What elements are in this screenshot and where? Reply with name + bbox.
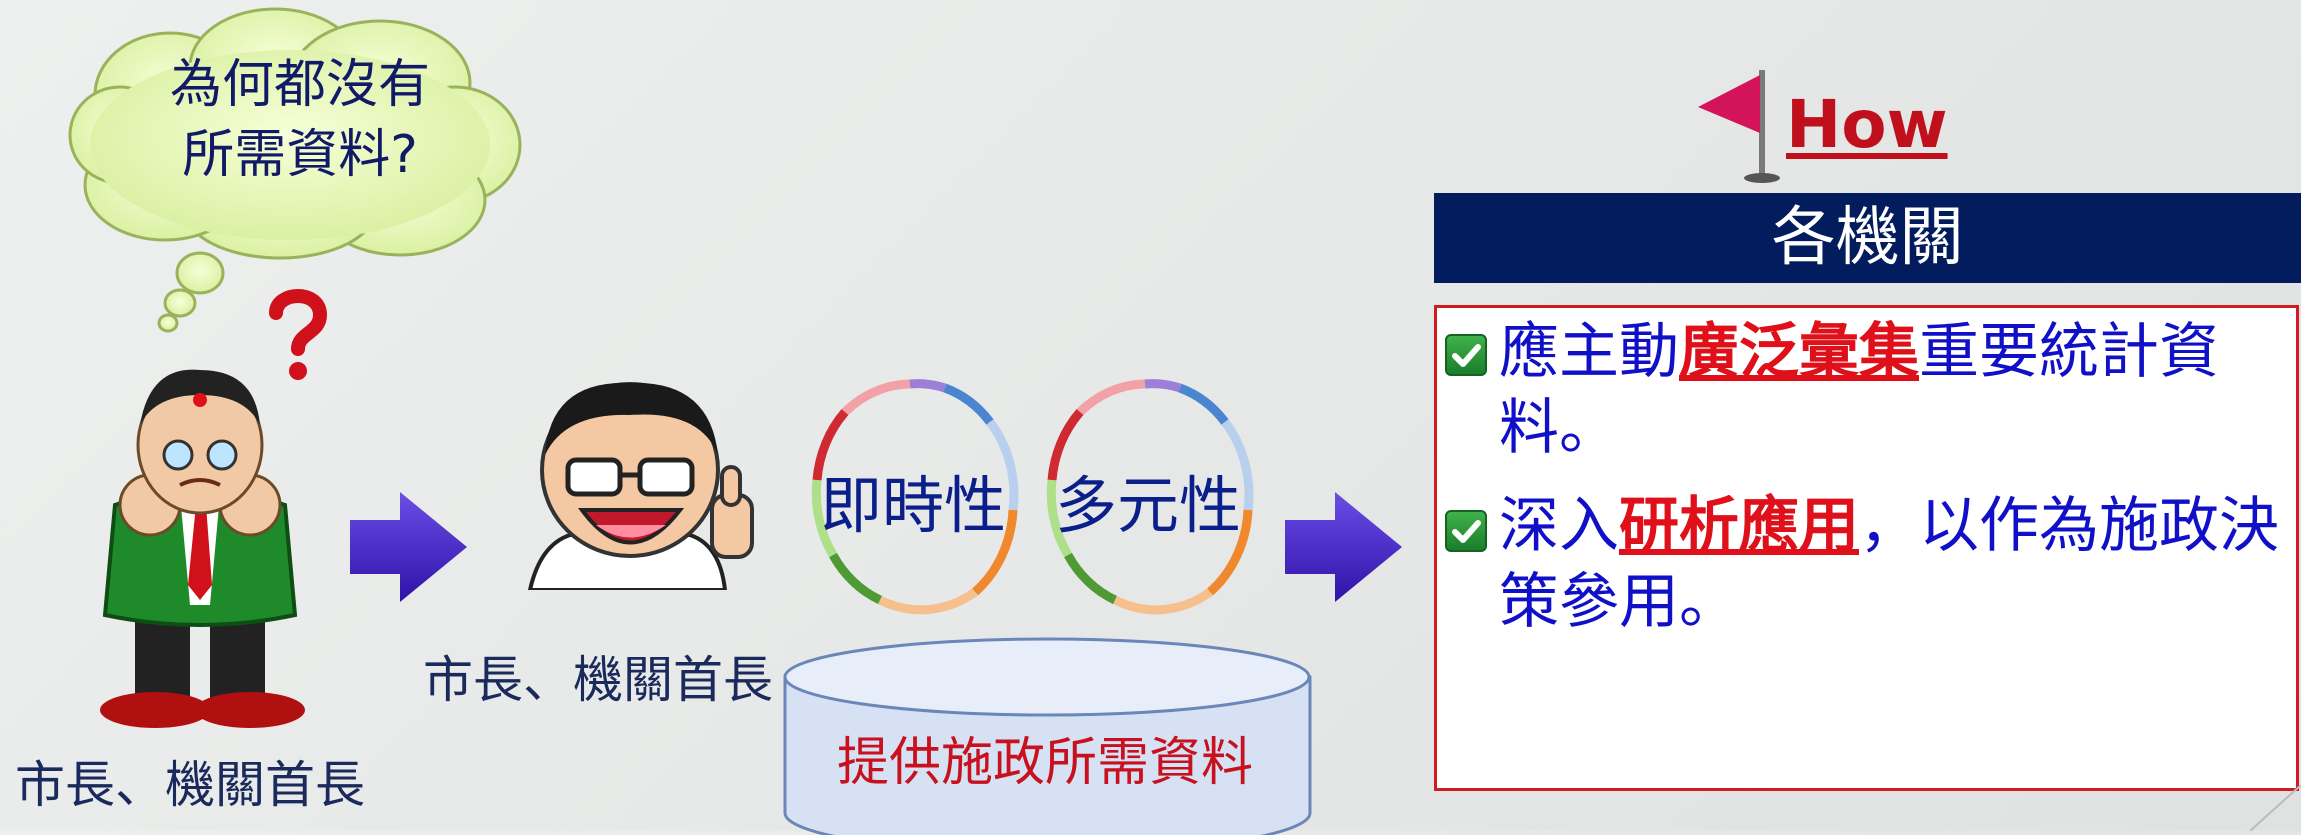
checkbox-checked-icon xyxy=(1445,510,1487,552)
agencies-header: 各機關 xyxy=(1434,193,2301,283)
bullet-2-text-before: 深入 xyxy=(1499,491,1619,561)
bullet-2-highlight: 研析應用 xyxy=(1619,491,1859,561)
official-caption-left: 市長、機關首長 xyxy=(15,756,365,814)
bullet-1-highlight: 廣泛彙集 xyxy=(1679,317,1919,387)
thought-bubble-text: 為何都沒有 所需資料? xyxy=(100,50,500,190)
thought-bubble-line-2: 所需資料? xyxy=(182,125,418,185)
ring-right-label: 多元性 xyxy=(1055,469,1242,542)
thought-bubble-line-1: 為何都沒有 xyxy=(169,55,430,115)
frustrated-official-icon xyxy=(100,369,305,728)
official-caption-middle: 市長、機關首長 xyxy=(423,651,773,709)
bullet-item-2: 深入研析應用，以作為施政決策參用。 xyxy=(1499,488,2289,640)
bullet-2-text-after: ，以作為施政決策參用。 xyxy=(1499,491,2279,637)
right-arrow-icon-1 xyxy=(350,492,467,602)
bullet-item-1: 應主動廣泛彙集重要統計資料。 xyxy=(1499,314,2289,466)
bullet-panel: 應主動廣泛彙集重要統計資料。 深入研析應用，以作為施政決策參用。 xyxy=(1434,305,2299,791)
bullet-1-text-before: 應主動 xyxy=(1499,317,1679,387)
checkbox-checked-icon xyxy=(1445,334,1487,376)
ring-right xyxy=(1046,379,1254,615)
bullet-1-text-after: 重要統計資料。 xyxy=(1499,317,2219,463)
ring-left-label: 即時性 xyxy=(820,469,1007,542)
ring-left xyxy=(811,379,1019,615)
right-arrow-icon-2 xyxy=(1285,492,1402,602)
thought-bubble xyxy=(68,7,522,333)
question-mark-icon xyxy=(269,289,328,380)
database-cylinder-icon xyxy=(783,637,1312,835)
how-label: How xyxy=(1786,86,1948,163)
happy-official-icon xyxy=(527,382,754,590)
database-label: 提供施政所需資料 xyxy=(836,733,1253,793)
corner-decoration xyxy=(2250,785,2301,831)
flag-icon xyxy=(1698,70,1780,183)
